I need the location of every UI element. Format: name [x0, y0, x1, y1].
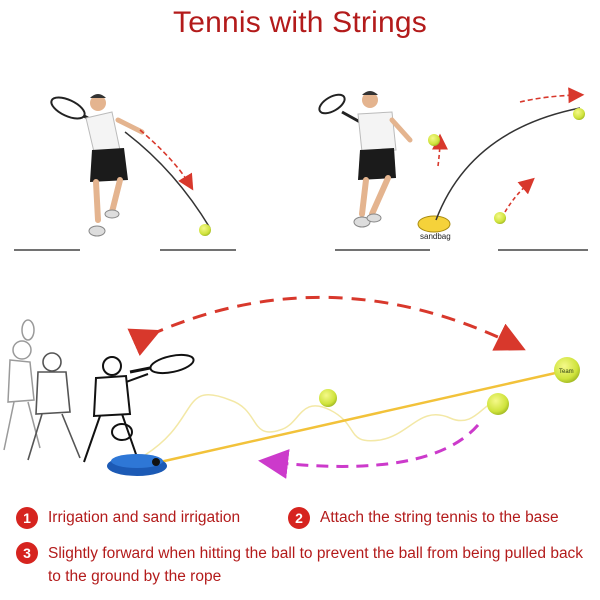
step-3: 3 Slightly forward when hitting the ball… [16, 542, 591, 588]
ball-brand-label: Team [559, 369, 574, 375]
racket-icon [318, 93, 361, 124]
step-text: Attach the string tennis to the base [320, 509, 559, 526]
top-right-scene: sandbag [318, 87, 588, 251]
player-figure [353, 91, 413, 228]
tennis-ball [199, 224, 211, 236]
tennis-ball [494, 212, 506, 224]
tennis-ball [554, 357, 580, 383]
player-sequence [27, 352, 81, 461]
racket-icon [129, 353, 195, 375]
training-base-icon [107, 454, 167, 476]
step-2: 2 Attach the string tennis to the base [288, 507, 588, 529]
step-text: Slightly forward when hitting the ball t… [48, 545, 584, 585]
sandbag-icon [417, 215, 451, 233]
step-number-badge: 1 [16, 507, 38, 529]
player-figure [83, 356, 149, 463]
string-path [124, 131, 211, 229]
page-title: Tennis with Strings [173, 6, 427, 39]
string-path [435, 107, 581, 221]
top-left-scene [14, 94, 236, 251]
string-path [159, 370, 561, 464]
player-sequence [3, 319, 41, 451]
player-figure [85, 94, 145, 237]
motion-arrow [258, 424, 480, 479]
tennis-ball [428, 134, 440, 146]
motion-arrow [504, 177, 535, 213]
motion-arrow [127, 295, 526, 357]
motion-arrow [139, 129, 194, 191]
bottom-scene: Team [3, 295, 580, 479]
tennis-ball [487, 393, 509, 415]
string-path [144, 394, 491, 456]
step-number-badge: 3 [16, 542, 38, 564]
tennis-ball [573, 108, 585, 120]
motion-arrow [431, 133, 448, 167]
motion-arrow [519, 87, 585, 104]
step-1: 1 Irrigation and sand irrigation [16, 507, 276, 529]
step-number-badge: 2 [288, 507, 310, 529]
racket-icon [111, 423, 133, 441]
step-text: Irrigation and sand irrigation [48, 509, 241, 526]
tennis-ball [319, 389, 337, 407]
sandbag-label: sandbag [420, 232, 451, 241]
